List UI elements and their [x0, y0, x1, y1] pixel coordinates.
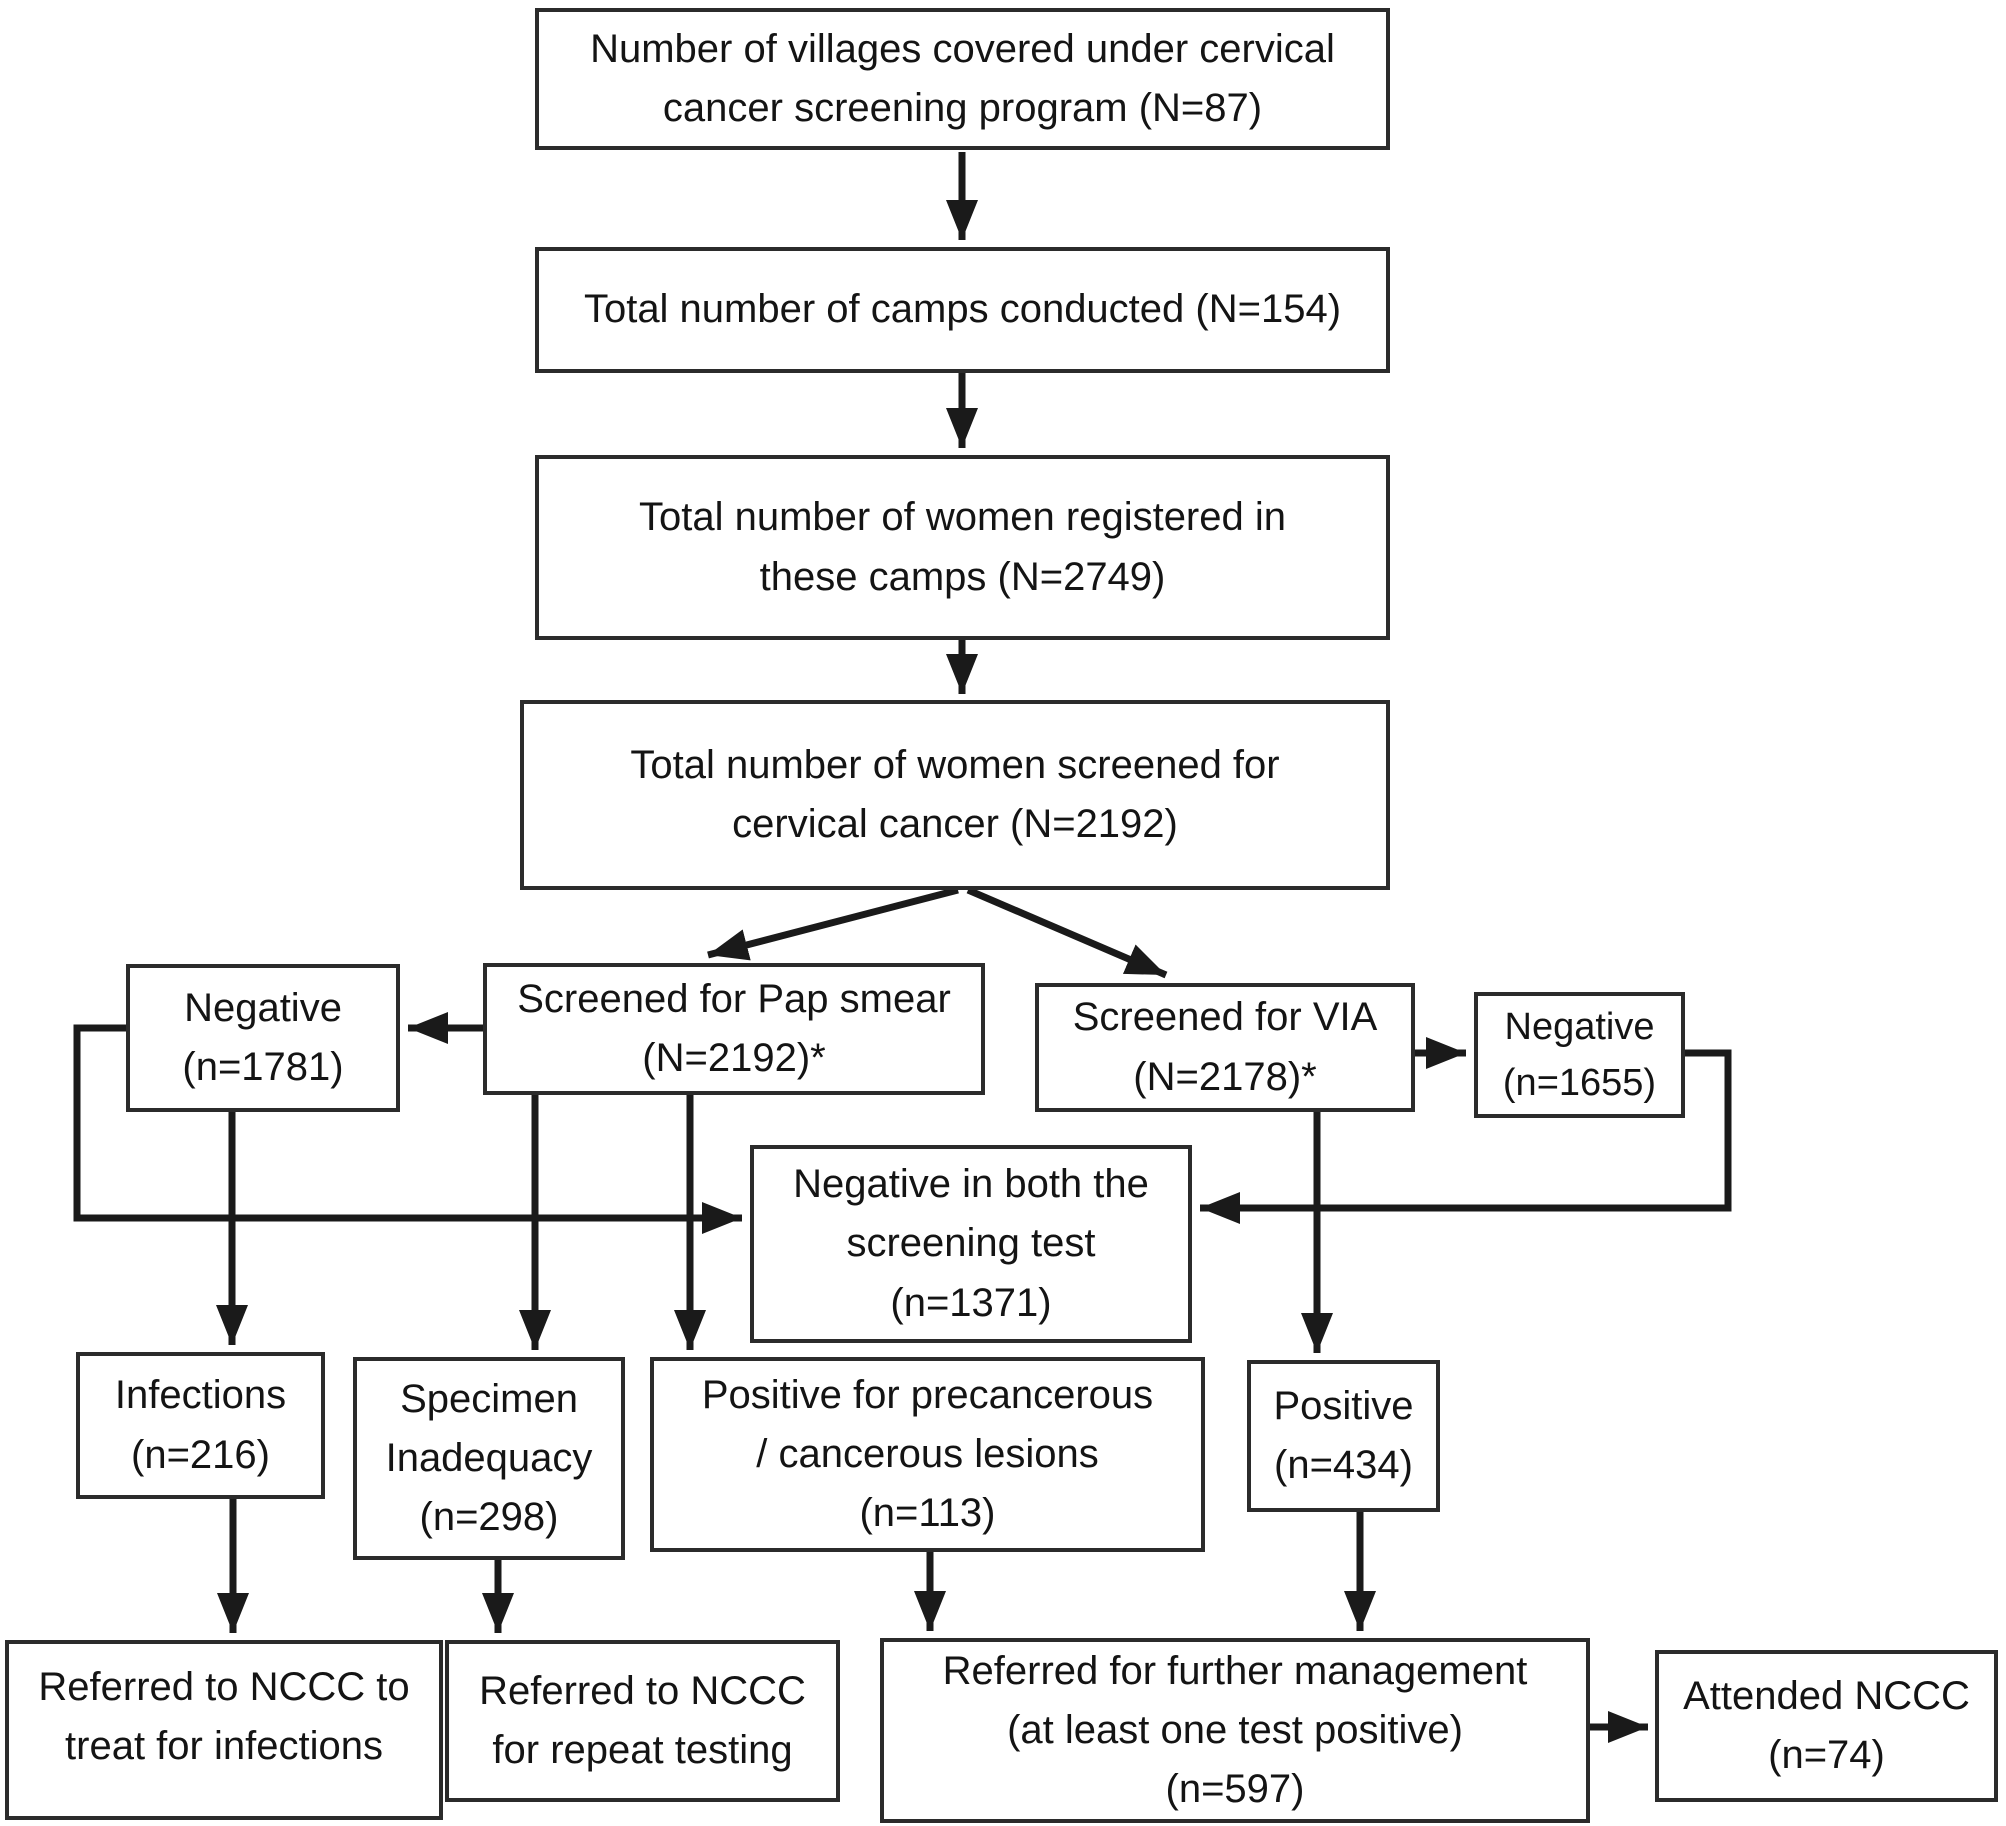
node-attended-nccc: Attended NCCC (n=74)	[1655, 1650, 1998, 1802]
node-referred-further-management: Referred for further management (at leas…	[880, 1638, 1590, 1823]
node-pap-negative-label: Negative (n=1781)	[182, 985, 344, 1089]
arrow-screened-to-via	[966, 886, 1168, 979]
node-positive-lesions: Positive for precancerous / cancerous le…	[650, 1357, 1205, 1552]
node-camps-conducted-label: Total number of camps conducted (N=154)	[583, 287, 1342, 332]
arrow-screened-to-pap	[707, 886, 959, 961]
node-villages-covered: Number of villages covered under cervica…	[535, 8, 1390, 150]
node-specimen-inadequacy: Specimen Inadequacy (n=298)	[353, 1357, 625, 1560]
node-screened-pap-smear-label: Screened for Pap smear (N=2192)*	[517, 976, 951, 1080]
node-villages-covered-label: Number of villages covered under cervica…	[590, 26, 1335, 130]
node-infections: Infections (n=216)	[76, 1352, 325, 1499]
node-referred-treat-infections: Referred to NCCC to treat for infections	[5, 1640, 443, 1820]
node-referred-treat-infections-label: Referred to NCCC to treat for infections	[38, 1665, 410, 1769]
node-screened-pap-smear: Screened for Pap smear (N=2192)*	[483, 963, 985, 1095]
node-screened-via: Screened for VIA (N=2178)*	[1035, 983, 1415, 1112]
node-positive-lesions-label: Positive for precancerous / cancerous le…	[701, 1372, 1154, 1536]
node-camps-conducted: Total number of camps conducted (N=154)	[535, 247, 1390, 373]
node-attended-nccc-label: Attended NCCC (n=74)	[1683, 1673, 1970, 1777]
node-via-negative: Negative (n=1655)	[1474, 992, 1685, 1118]
node-women-screened-label: Total number of women screened for cervi…	[630, 742, 1280, 846]
node-infections-label: Infections (n=216)	[114, 1373, 287, 1477]
node-women-registered-label: Total number of women registered in thes…	[639, 495, 1286, 599]
node-pap-negative: Negative (n=1781)	[126, 964, 400, 1112]
node-women-screened: Total number of women screened for cervi…	[520, 700, 1390, 890]
node-referred-further-management-label: Referred for further management (at leas…	[942, 1648, 1528, 1812]
node-negative-both-tests: Negative in both the screening test (n=1…	[750, 1145, 1192, 1343]
node-via-positive-label: Positive (n=434)	[1273, 1383, 1414, 1487]
node-referred-repeat-testing-label: Referred to NCCC for repeat testing	[479, 1668, 806, 1772]
node-specimen-inadequacy-label: Specimen Inadequacy (n=298)	[385, 1376, 593, 1540]
node-referred-repeat-testing: Referred to NCCC for repeat testing	[445, 1640, 840, 1802]
node-women-registered: Total number of women registered in thes…	[535, 455, 1390, 640]
node-via-positive: Positive (n=434)	[1247, 1360, 1440, 1512]
node-negative-both-tests-label: Negative in both the screening test (n=1…	[793, 1162, 1149, 1325]
node-via-negative-label: Negative (n=1655)	[1502, 1005, 1657, 1104]
node-screened-via-label: Screened for VIA (N=2178)*	[1072, 995, 1378, 1099]
